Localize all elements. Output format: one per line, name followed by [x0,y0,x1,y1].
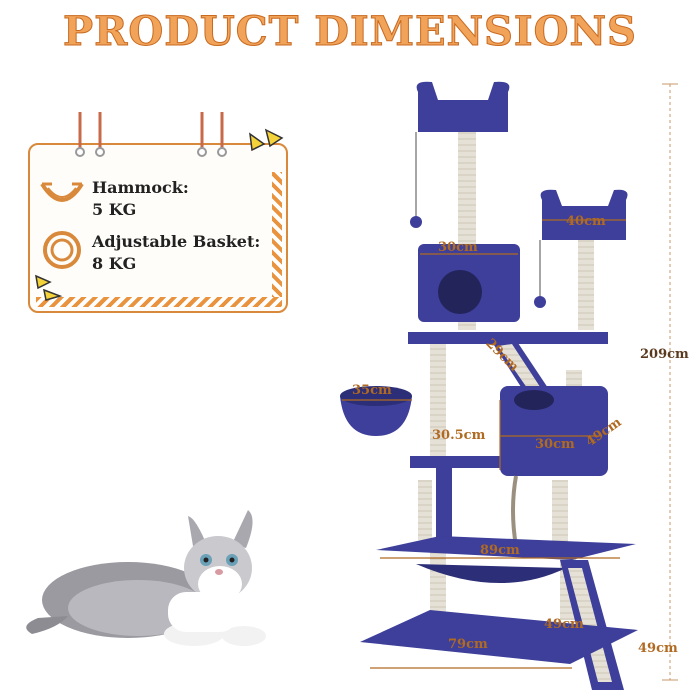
dim-top-perch-width: 40cm [566,214,606,229]
height-dimension-line [662,83,678,681]
spec-card [28,143,288,313]
basket-value: 8 KG [92,254,137,273]
dim-hammock-width: 89cm [480,543,520,558]
cat-tree-structure [340,81,638,690]
dim-base-depth: 49cm [638,641,678,656]
dimension-guides [342,219,626,669]
card-hooks [75,112,227,157]
hammock-value: 5 KG [92,200,137,219]
basket-ring-icon [43,231,81,269]
card-stripe-bottom [36,297,282,307]
hammock-label: Hammock: [92,178,189,197]
dim-lower-condo-width: 30cm [535,437,575,452]
dim-height: 209cm [640,347,689,362]
dim-base-width: 79cm [448,637,488,652]
dim-condo-height: 30.5cm [432,428,486,443]
page-title: PRODUCT DIMENSIONS [63,8,637,56]
dim-ladder-length: 49cm [544,617,584,632]
sparkle-icon [35,274,63,301]
hammock-icon [40,182,84,202]
basket-label: Adjustable Basket: [92,232,261,251]
cat-tree-illustration [340,81,678,690]
dim-basket-diameter: 35cm [352,383,392,398]
card-stripe-right [272,172,282,300]
dim-condo-width: 30cm [438,240,478,255]
cat-photo [26,510,266,646]
sparkle-icon [249,128,284,152]
